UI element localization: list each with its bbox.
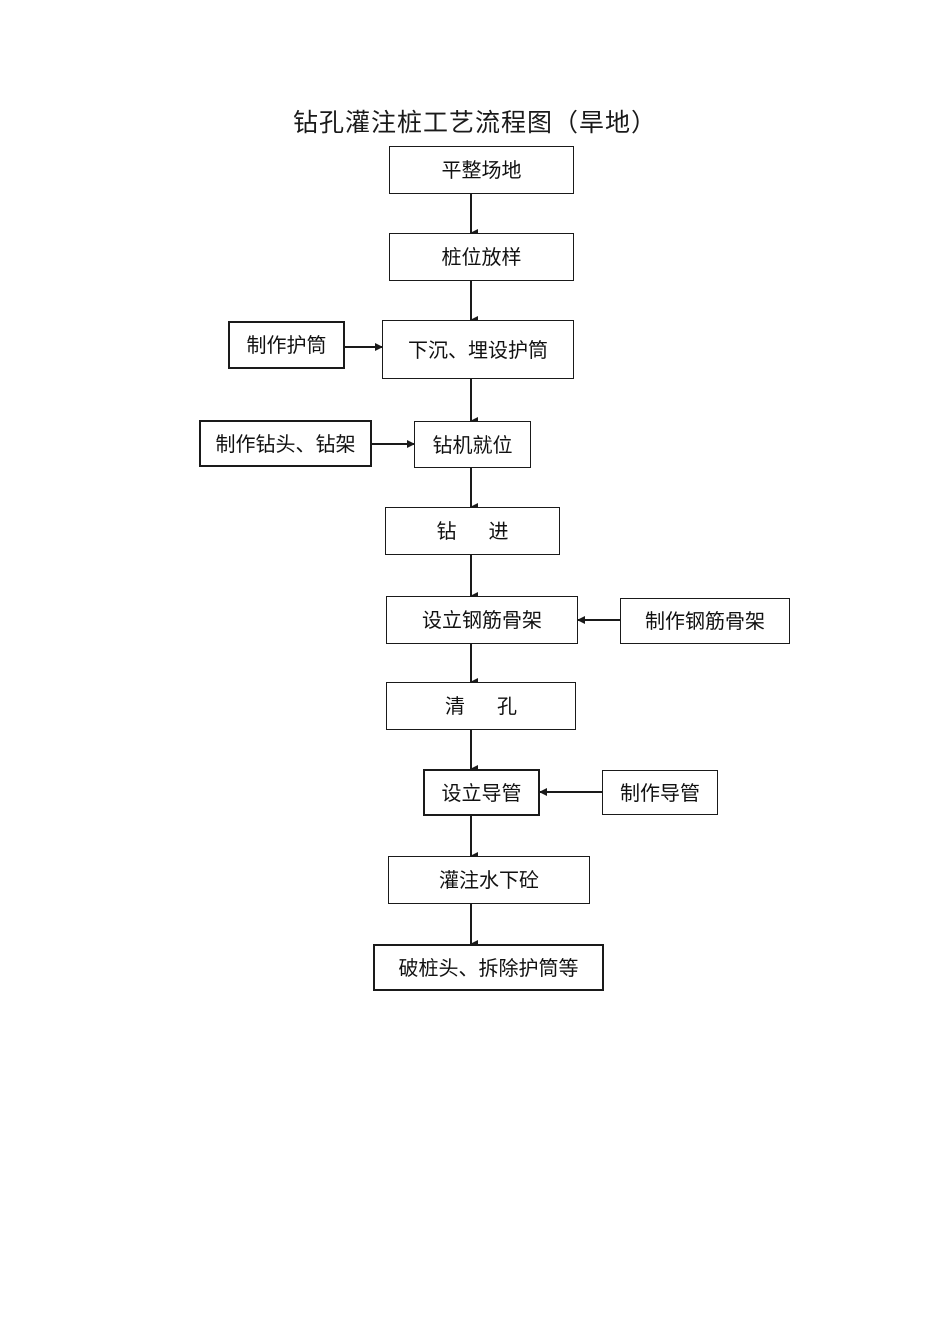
flow-node-label: 制作导管 xyxy=(620,780,700,805)
flow-node-label: 制作钻头、钻架 xyxy=(215,431,356,456)
flow-node-n5[interactable]: 钻 进 xyxy=(385,507,560,555)
flow-node-n10[interactable]: 破桩头、拆除护筒等 xyxy=(373,944,604,991)
flow-node-n3[interactable]: 下沉、埋设护筒 xyxy=(382,320,574,379)
page-title: 钻孔灌注桩工艺流程图（旱地） xyxy=(292,108,657,137)
flow-node-n4[interactable]: 钻机就位 xyxy=(414,421,531,468)
flow-node-s4[interactable]: 制作导管 xyxy=(602,770,718,815)
flow-node-s3[interactable]: 制作钢筋骨架 xyxy=(620,598,790,644)
flow-node-label: 制作护筒 xyxy=(246,333,327,357)
flow-node-label: 灌注水下砼 xyxy=(439,868,539,892)
flow-node-label: 破桩头、拆除护筒等 xyxy=(398,955,579,980)
flow-node-label: 设立钢筋骨架 xyxy=(422,608,542,632)
flow-node-s1[interactable]: 制作护筒 xyxy=(228,321,345,369)
flow-node-label: 平整场地 xyxy=(441,158,522,182)
flow-node-n1[interactable]: 平整场地 xyxy=(389,146,574,194)
flow-node-label: 设立导管 xyxy=(441,780,522,805)
flow-node-label: 下沉、埋设护筒 xyxy=(408,337,548,362)
flow-node-label: 钻机就位 xyxy=(432,432,513,457)
flow-node-label: 钻 进 xyxy=(436,519,515,543)
flow-node-s2[interactable]: 制作钻头、钻架 xyxy=(199,420,372,467)
flow-node-n9[interactable]: 灌注水下砼 xyxy=(388,856,590,904)
flow-node-label: 桩位放样 xyxy=(441,245,522,269)
flow-node-n6[interactable]: 设立钢筋骨架 xyxy=(386,596,578,644)
flow-node-n8[interactable]: 设立导管 xyxy=(423,769,540,816)
flow-node-n7[interactable]: 清 孔 xyxy=(386,682,576,730)
flow-node-n2[interactable]: 桩位放样 xyxy=(389,233,574,281)
flow-node-label: 制作钢筋骨架 xyxy=(645,609,765,633)
flow-node-label: 清 孔 xyxy=(445,694,523,718)
